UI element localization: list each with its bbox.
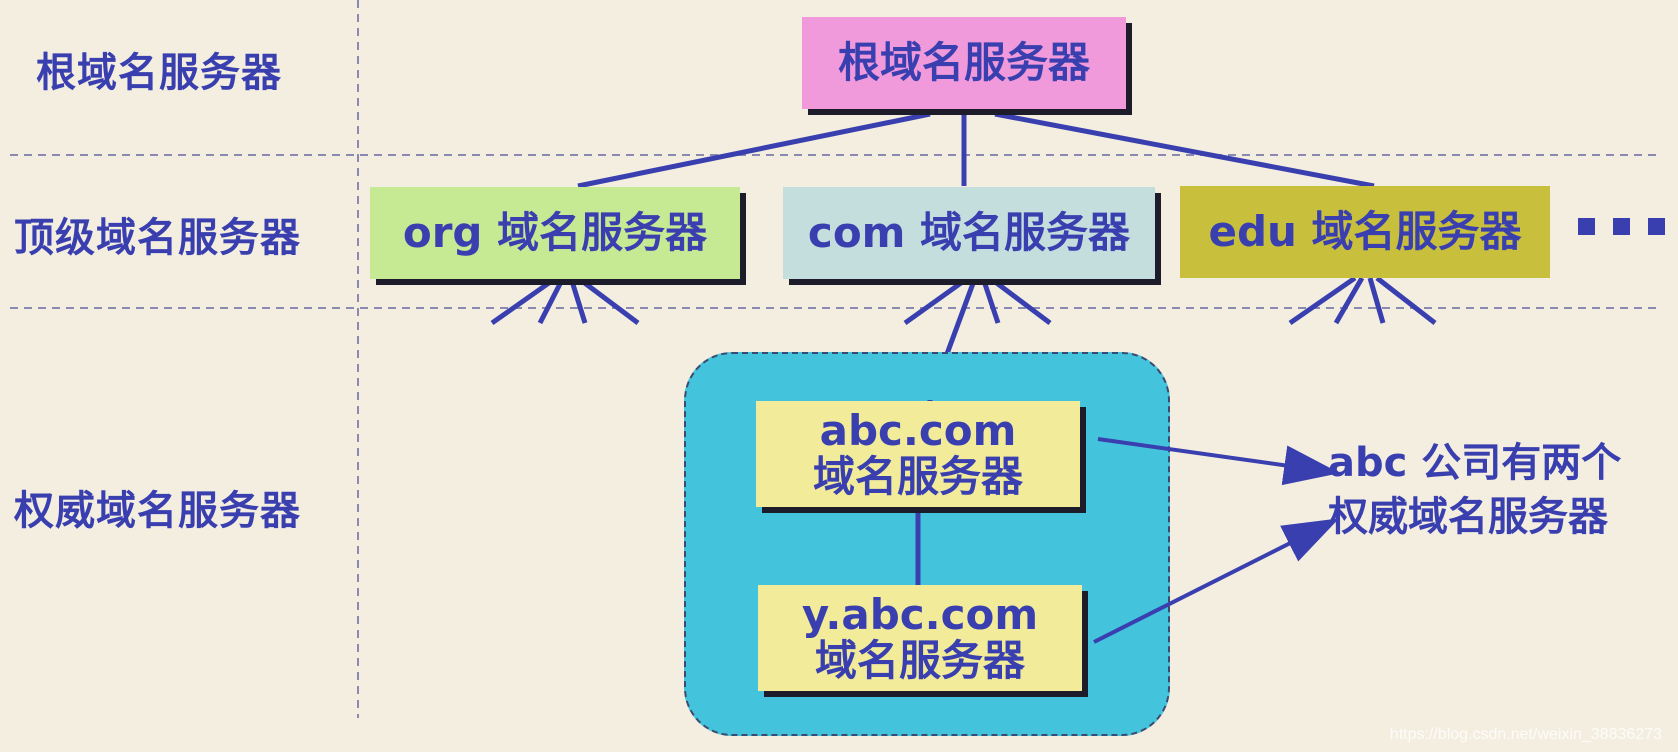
ellipsis-dot-icon bbox=[1578, 218, 1595, 235]
abc-server-node: abc.com 域名服务器 bbox=[756, 401, 1080, 507]
abc-server-type: 域名服务器 bbox=[812, 452, 1023, 501]
org-server-node: org 域名服务器 bbox=[370, 187, 740, 279]
yabc-server-domain: y.abc.com bbox=[801, 589, 1039, 639]
org-fan-connectors bbox=[490, 275, 640, 326]
yabc-server-type: 域名服务器 bbox=[814, 636, 1025, 685]
edu-fan-connectors bbox=[1288, 275, 1437, 326]
com-server-node: com 域名服务器 bbox=[783, 187, 1155, 279]
tier-label-root: 根域名服务器 bbox=[36, 50, 282, 96]
annotation-arrow-yabc bbox=[1093, 518, 1340, 644]
annotation-line-2: 权威域名服务器 bbox=[1328, 494, 1608, 540]
root-to-tld-connectors bbox=[577, 111, 1375, 189]
root-server-node: 根域名服务器 bbox=[802, 17, 1126, 109]
abc-server-domain: abc.com bbox=[819, 405, 1017, 455]
annotation-text: abc 公司有两个 权威域名服务器 bbox=[1328, 436, 1621, 544]
annotation-arrow-abc bbox=[1097, 437, 1340, 486]
tier-label-tld: 顶级域名服务器 bbox=[14, 215, 301, 261]
more-ellipsis-icon bbox=[1578, 218, 1665, 235]
yabc-server-node: y.abc.com 域名服务器 bbox=[758, 585, 1082, 691]
annotation-line-1: abc 公司有两个 bbox=[1328, 440, 1622, 486]
tier-label-authoritative: 权威域名服务器 bbox=[14, 488, 301, 534]
edu-server-node: edu 域名服务器 bbox=[1180, 186, 1550, 278]
watermark: https://blog.csdn.net/weixin_38836273 bbox=[1389, 726, 1662, 743]
ellipsis-dot-icon bbox=[1613, 218, 1630, 235]
ellipsis-dot-icon bbox=[1648, 218, 1665, 235]
